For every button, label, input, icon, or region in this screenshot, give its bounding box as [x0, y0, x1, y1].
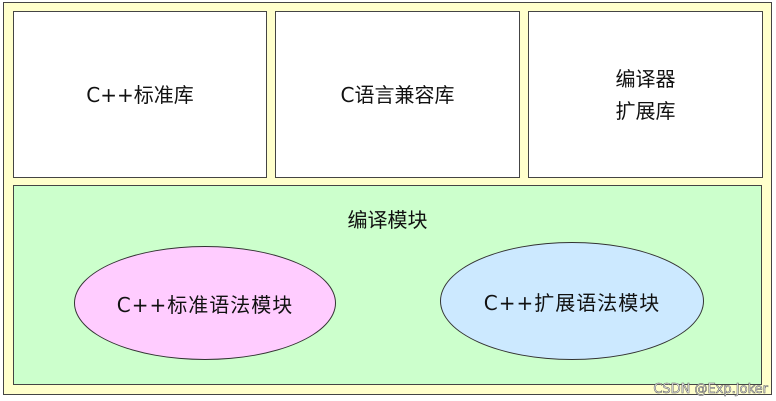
compile-module-box: 编译模块 C++标准语法模块 C++扩展语法模块	[13, 185, 762, 385]
c-compat-library-box: C语言兼容库	[275, 11, 520, 178]
cpp-standard-syntax-ellipse: C++标准语法模块	[74, 246, 336, 360]
box-label: C++标准库	[86, 82, 194, 107]
cpp-extension-syntax-ellipse: C++扩展语法模块	[440, 242, 704, 360]
compiler-extension-library-box: 编译器扩展库	[528, 11, 763, 178]
ellipse-label: C++标准语法模块	[116, 292, 294, 317]
ellipse-label: C++扩展语法模块	[483, 290, 661, 315]
box-label: C语言兼容库	[340, 82, 455, 107]
box-label-line2: 扩展库	[615, 98, 676, 123]
cpp-standard-library-box: C++标准库	[13, 11, 267, 178]
box-label-line1: 编译器	[615, 66, 676, 91]
watermark: CSDN @Exp.Joker	[653, 382, 768, 398]
compile-module-title: 编译模块	[347, 208, 428, 232]
